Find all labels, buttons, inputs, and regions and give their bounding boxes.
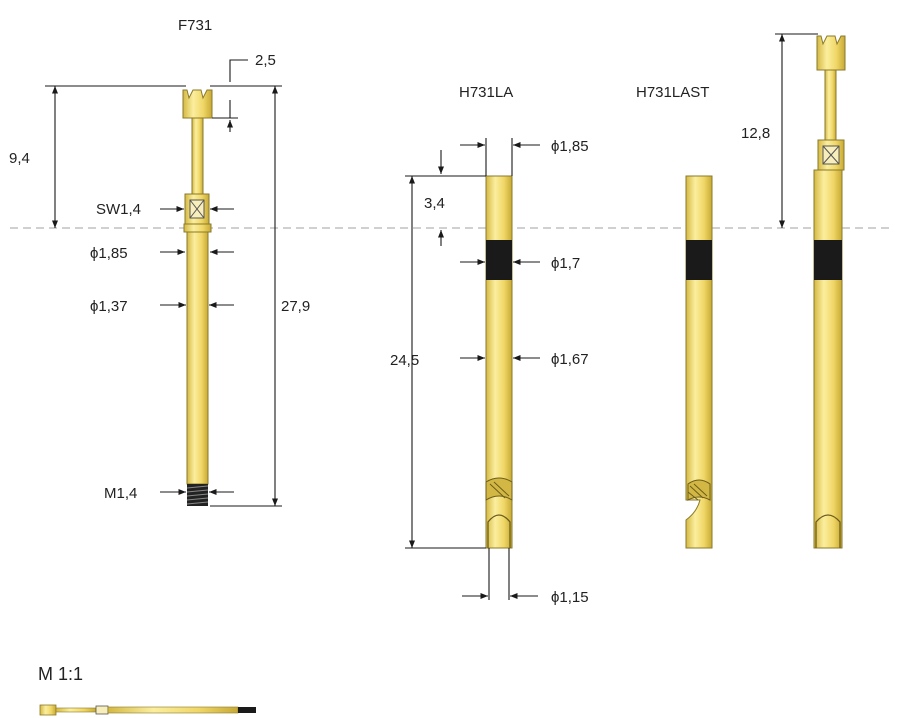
f731-title: F731	[178, 17, 212, 34]
f731-plunger	[191, 117, 204, 195]
scale-label: M 1:1	[38, 664, 83, 684]
f731-barrel	[186, 231, 209, 485]
dim-9-4-label: 9,4	[9, 150, 30, 167]
f731-dimensions	[45, 59, 282, 507]
h731last-band	[686, 240, 712, 280]
assembled-crown-head	[816, 35, 846, 71]
dim-dia137-label: ϕ1,37	[90, 298, 128, 315]
f731-probe	[182, 89, 213, 506]
scale-thumbnail	[39, 704, 256, 716]
dim-m1-4-label: M1,4	[104, 485, 137, 502]
h731la-receptacle	[485, 175, 513, 549]
h731la-band	[486, 240, 512, 280]
h731la-dimensions	[405, 138, 540, 600]
dim-dia185-h731la-label: ϕ1,85	[551, 138, 589, 155]
f731-crown-head	[182, 89, 213, 119]
dim-12-8-label: 12,8	[741, 125, 770, 142]
h731last-receptacle	[685, 175, 713, 549]
dim-dia115-label: ϕ1,15	[551, 589, 589, 606]
dim-sw1-4-label: SW1,4	[96, 201, 141, 218]
dim-dia17-label: ϕ1,7	[551, 255, 580, 272]
dim-3-4-label: 3,4	[424, 195, 445, 212]
dim-dia185-f731-label: ϕ1,85	[90, 245, 128, 262]
h731last-title: H731LAST	[636, 84, 709, 101]
h731la-title: H731LA	[459, 84, 513, 101]
dim-24-5-label: 24,5	[390, 352, 419, 369]
dim-dia167-label: ϕ1,67	[551, 351, 589, 368]
assembled-probe	[813, 35, 846, 549]
dim-2-5-label: 2,5	[255, 52, 276, 69]
assembled-body	[813, 169, 843, 549]
assembled-dimensions	[775, 33, 818, 228]
dim-27-9-label: 27,9	[281, 298, 310, 315]
